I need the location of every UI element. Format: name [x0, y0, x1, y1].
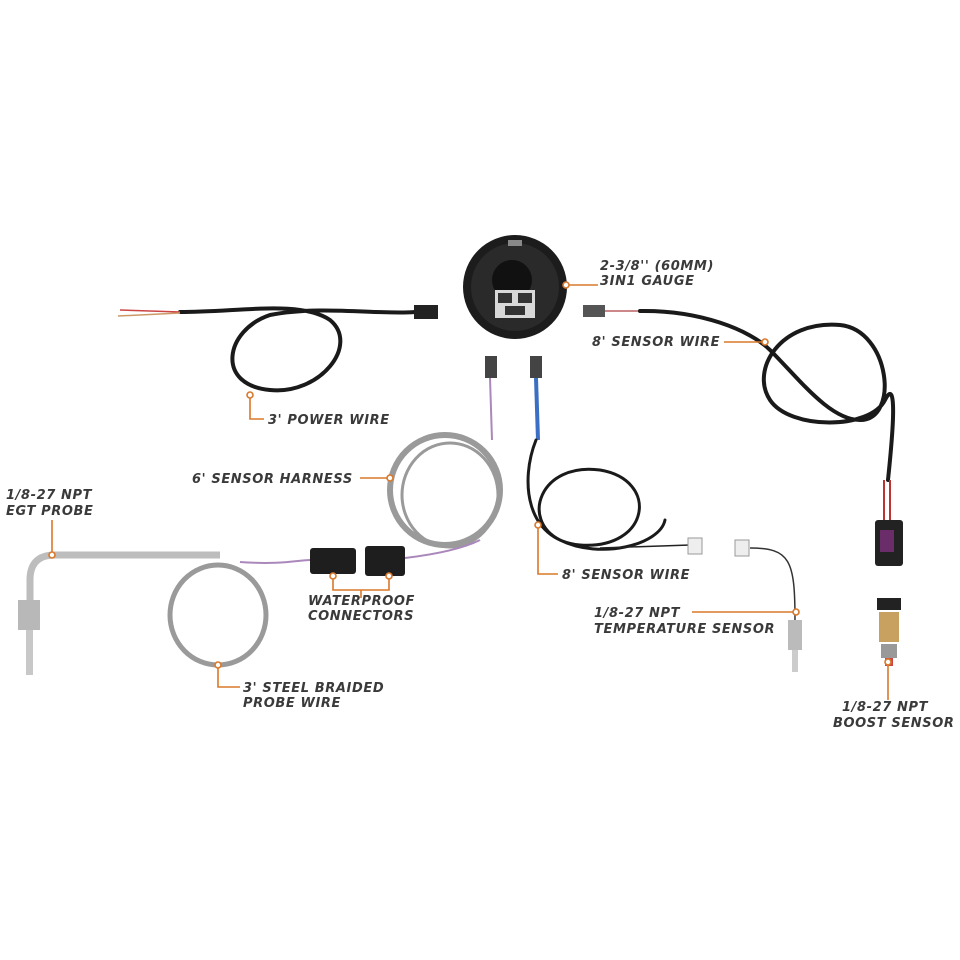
- power-wire: [117, 305, 438, 393]
- boost-sensor-label-thread: 1/8-27 NPT: [842, 700, 929, 715]
- sensor-harness: [239, 356, 542, 564]
- power-wire-label: 3' POWER WIRE: [268, 413, 390, 428]
- braided-wire-label-2: PROBE WIRE: [243, 696, 341, 711]
- temp-sensor-label-thread: 1/8-27 NPT: [594, 606, 681, 621]
- temp-sensor-label-name: TEMPERATURE SENSOR: [594, 622, 775, 637]
- connectors-label-1: WATERPROOF: [308, 594, 415, 609]
- waterproof-connectors: [310, 546, 405, 576]
- egt-probe-label-thread: 1/8-27 NPT: [6, 488, 93, 503]
- egt-probe: [18, 551, 269, 675]
- boost-sensor-label-name: BOOST SENSOR: [833, 716, 955, 731]
- gauge-label-size: 2-3/8'' (60MM): [600, 259, 714, 274]
- temp-sensor-wire-label: 8' SENSOR WIRE: [562, 568, 690, 583]
- egt-probe-label-name: EGT PROBE: [6, 504, 94, 519]
- boost-sensor-wire: [583, 305, 903, 666]
- braided-wire-label-1: 3' STEEL BRAIDED: [243, 681, 384, 696]
- boost-sensor-wire-label: 8' SENSOR WIRE: [592, 335, 720, 350]
- gauge-label-type: 3IN1 GAUGE: [600, 274, 695, 289]
- leader-lines: [48, 281, 892, 700]
- temp-sensor-wire: [526, 377, 802, 672]
- connectors-label-2: CONNECTORS: [308, 609, 414, 624]
- sensor-harness-label: 6' SENSOR HARNESS: [192, 472, 353, 487]
- gauge: [463, 235, 567, 339]
